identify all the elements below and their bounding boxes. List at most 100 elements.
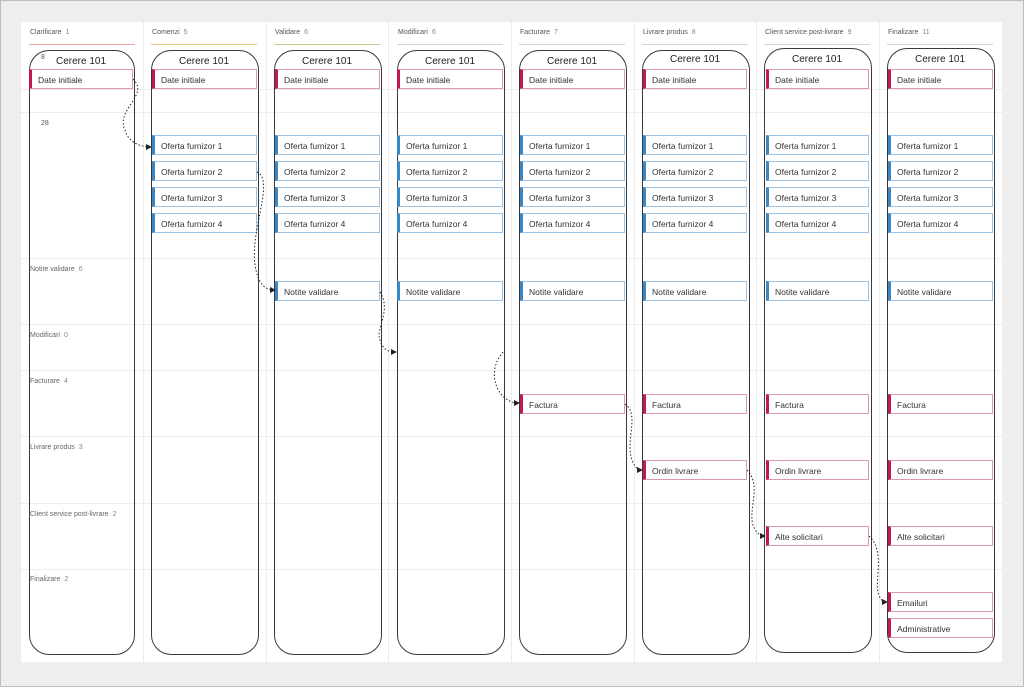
request-title: Cerere 101 — [669, 54, 721, 65]
request-title: Cerere 101 — [301, 56, 353, 67]
request-title: Cerere 101 — [791, 54, 843, 65]
card-oferta-furnizor-2[interactable]: Oferta furnizor 2 — [520, 161, 625, 181]
column-color-bar — [764, 44, 870, 45]
card-alte-solicitari[interactable]: Alte solicitari — [766, 526, 869, 546]
card-oferta-furnizor-1[interactable]: Oferta furnizor 1 — [397, 135, 503, 155]
card-notite-validare[interactable]: Notite validare — [643, 281, 747, 301]
card-oferta-furnizor-4[interactable]: Oferta furnizor 4 — [275, 213, 380, 233]
card-oferta-furnizor-3[interactable]: Oferta furnizor 3 — [275, 187, 380, 207]
card-date-initiale[interactable]: Date initiale — [888, 69, 993, 89]
card-oferta-furnizor-3[interactable]: Oferta furnizor 3 — [152, 187, 257, 207]
column-color-bar — [519, 44, 625, 45]
request-pill[interactable] — [519, 50, 627, 655]
card-notite-validare[interactable]: Notite validare — [275, 281, 380, 301]
request-pill[interactable] — [274, 50, 382, 655]
lane-divider — [21, 258, 1002, 259]
card-oferta-furnizor-3[interactable]: Oferta furnizor 3 — [643, 187, 747, 207]
card-factura[interactable]: Factura — [520, 394, 625, 414]
column-color-bar — [151, 44, 257, 45]
request-pill[interactable] — [887, 48, 995, 653]
card-date-initiale[interactable]: Date initiale — [643, 69, 747, 89]
lane-divider — [21, 569, 1002, 570]
card-oferta-furnizor-4[interactable]: Oferta furnizor 4 — [766, 213, 869, 233]
request-pill[interactable] — [151, 50, 259, 655]
column-divider — [511, 22, 512, 662]
column-color-bar — [642, 44, 748, 45]
card-notite-validare[interactable]: Notite validare — [397, 281, 503, 301]
card-date-initiale[interactable]: Date initiale — [275, 69, 380, 89]
card-date-initiale[interactable]: Date initiale — [152, 69, 257, 89]
card-date-initiale[interactable]: Date initiale — [520, 69, 625, 89]
card-oferta-furnizor-3[interactable]: Oferta furnizor 3 — [766, 187, 869, 207]
request-pill[interactable] — [29, 50, 135, 655]
card-ordin-livrare[interactable]: Ordin livrare — [643, 460, 747, 480]
column-color-bar — [274, 44, 380, 45]
card-date-initiale[interactable]: Date initiale — [766, 69, 869, 89]
card-oferta-furnizor-2[interactable]: Oferta furnizor 2 — [152, 161, 257, 181]
column-divider — [879, 22, 880, 662]
card-oferta-furnizor-1[interactable]: Oferta furnizor 1 — [888, 135, 993, 155]
card-notite-validare[interactable]: Notite validare — [888, 281, 993, 301]
card-oferta-furnizor-4[interactable]: Oferta furnizor 4 — [520, 213, 625, 233]
card-oferta-furnizor-1[interactable]: Oferta furnizor 1 — [643, 135, 747, 155]
request-pill[interactable] — [764, 48, 872, 653]
card-oferta-furnizor-2[interactable]: Oferta furnizor 2 — [643, 161, 747, 181]
card-notite-validare[interactable]: Notite validare — [520, 281, 625, 301]
column-divider — [266, 22, 267, 662]
card-date-initiale[interactable]: Date initiale — [397, 69, 503, 89]
column-color-bar — [29, 44, 135, 45]
card-emailuri[interactable]: Emailuri — [888, 592, 993, 612]
card-factura[interactable]: Factura — [643, 394, 747, 414]
card-oferta-furnizor-3[interactable]: Oferta furnizor 3 — [520, 187, 625, 207]
card-oferta-furnizor-1[interactable]: Oferta furnizor 1 — [275, 135, 380, 155]
card-notite-validare[interactable]: Notite validare — [766, 281, 869, 301]
card-oferta-furnizor-4[interactable]: Oferta furnizor 4 — [888, 213, 993, 233]
request-title: Cerere 101 — [546, 56, 598, 67]
card-oferta-furnizor-1[interactable]: Oferta furnizor 1 — [766, 135, 869, 155]
card-oferta-furnizor-4[interactable]: Oferta furnizor 4 — [643, 213, 747, 233]
request-title: Cerere 101 — [178, 56, 230, 67]
card-oferta-furnizor-2[interactable]: Oferta furnizor 2 — [275, 161, 380, 181]
card-date-initiale[interactable]: Date initiale — [29, 69, 133, 89]
request-pill[interactable] — [642, 50, 750, 655]
request-title: Cerere 101 — [55, 56, 107, 67]
card-oferta-furnizor-3[interactable]: Oferta furnizor 3 — [397, 187, 503, 207]
column-divider — [143, 22, 144, 662]
card-oferta-furnizor-1[interactable]: Oferta furnizor 1 — [152, 135, 257, 155]
request-title: Cerere 101 — [424, 56, 476, 67]
lane-count: 28 — [41, 120, 49, 127]
card-alte-solicitari[interactable]: Alte solicitari — [888, 526, 993, 546]
card-factura[interactable]: Factura — [888, 394, 993, 414]
card-administrative[interactable]: Administrative — [888, 618, 993, 638]
lane-divider — [21, 89, 1002, 90]
card-ordin-livrare[interactable]: Ordin livrare — [766, 460, 869, 480]
card-oferta-furnizor-4[interactable]: Oferta furnizor 4 — [397, 213, 503, 233]
request-title: Cerere 101 — [914, 54, 966, 65]
card-ordin-livrare[interactable]: Ordin livrare — [888, 460, 993, 480]
lane-divider — [21, 324, 1002, 325]
card-oferta-furnizor-2[interactable]: Oferta furnizor 2 — [397, 161, 503, 181]
card-oferta-furnizor-2[interactable]: Oferta furnizor 2 — [766, 161, 869, 181]
column-divider — [756, 22, 757, 662]
column-color-bar — [887, 44, 993, 45]
card-oferta-furnizor-3[interactable]: Oferta furnizor 3 — [888, 187, 993, 207]
column-color-bar — [397, 44, 503, 45]
card-oferta-furnizor-2[interactable]: Oferta furnizor 2 — [888, 161, 993, 181]
card-factura[interactable]: Factura — [766, 394, 869, 414]
card-oferta-furnizor-1[interactable]: Oferta furnizor 1 — [520, 135, 625, 155]
card-oferta-furnizor-4[interactable]: Oferta furnizor 4 — [152, 213, 257, 233]
